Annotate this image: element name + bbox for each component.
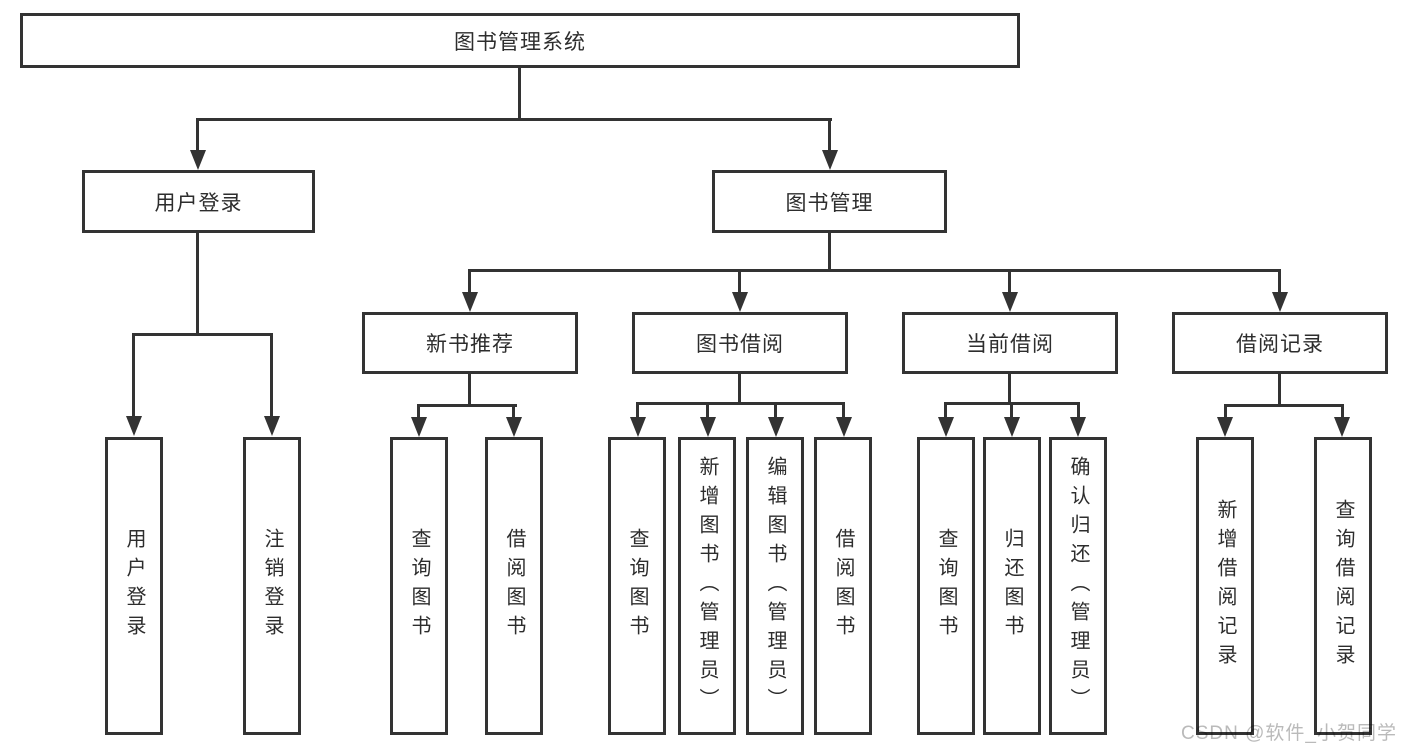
connector-line xyxy=(738,374,741,404)
leaf-confirm-return-admin: 确认归还（管理员） xyxy=(1049,437,1107,735)
csdn-watermark: CSDN @软件_小贺同学 xyxy=(1181,723,1397,744)
connector-line xyxy=(468,269,1281,272)
connector-line xyxy=(468,269,471,293)
leaf-return-books: 归还图书 xyxy=(983,437,1041,735)
down-arrowhead-icon xyxy=(1070,417,1086,437)
node-borrow-records: 借阅记录 xyxy=(1172,312,1388,374)
connector-line xyxy=(774,402,777,418)
connector-line xyxy=(270,333,273,417)
leaf-label: 注销登录 xyxy=(261,528,283,644)
node-current-borrow: 当前借阅 xyxy=(902,312,1118,374)
connector-line xyxy=(132,333,273,336)
down-arrowhead-icon xyxy=(264,416,280,436)
leaf-user-login: 用户登录 xyxy=(105,437,163,735)
node-label: 当前借阅 xyxy=(966,333,1054,356)
connector-line xyxy=(706,402,709,418)
connector-line xyxy=(828,233,831,271)
connector-line xyxy=(1224,404,1344,407)
connector-line xyxy=(196,233,199,335)
down-arrowhead-icon xyxy=(506,417,522,437)
node-label: 图书借阅 xyxy=(696,333,784,356)
node-label: 用户登录 xyxy=(154,191,243,215)
connector-line xyxy=(1341,404,1344,419)
node-new-book-recommend: 新书推荐 xyxy=(362,312,578,374)
leaf-add-books-admin: 新增图书（管理员） xyxy=(678,437,736,735)
connector-line xyxy=(417,404,420,419)
connector-line xyxy=(842,402,845,418)
down-arrowhead-icon xyxy=(938,417,954,437)
connector-line xyxy=(944,402,947,418)
leaf-label: 借阅图书 xyxy=(503,528,525,644)
connector-line xyxy=(196,118,199,152)
connector-line xyxy=(636,402,845,405)
leaf-logout: 注销登录 xyxy=(243,437,301,735)
down-arrowhead-icon xyxy=(732,292,748,312)
down-arrowhead-icon xyxy=(630,417,646,437)
node-label: 图书管理系统 xyxy=(454,30,586,54)
down-arrowhead-icon xyxy=(1004,417,1020,437)
node-book-management: 图书管理 xyxy=(712,170,947,233)
connector-line xyxy=(828,118,831,152)
down-arrowhead-icon xyxy=(822,150,838,170)
connector-line xyxy=(1010,402,1013,418)
connector-line xyxy=(132,333,135,417)
connector-line xyxy=(518,68,521,120)
leaf-query-books-borrow: 查询图书 xyxy=(608,437,666,735)
down-arrowhead-icon xyxy=(462,292,478,312)
leaf-label: 编辑图书（管理员） xyxy=(764,455,786,717)
connector-line xyxy=(468,374,471,406)
down-arrowhead-icon xyxy=(411,417,427,437)
leaf-label: 查询图书 xyxy=(626,528,648,644)
connector-line xyxy=(1008,374,1011,404)
down-arrowhead-icon xyxy=(1334,417,1350,437)
leaf-label: 查询图书 xyxy=(935,528,957,644)
connector-line xyxy=(1077,402,1080,418)
leaf-label: 新增图书（管理员） xyxy=(696,455,718,717)
connector-line xyxy=(417,404,517,407)
down-arrowhead-icon xyxy=(1002,292,1018,312)
down-arrowhead-icon xyxy=(126,416,142,436)
connector-line xyxy=(512,404,515,419)
connector-line xyxy=(1224,404,1227,419)
node-label: 图书管理 xyxy=(785,191,874,215)
leaf-query-books-current: 查询图书 xyxy=(917,437,975,735)
leaf-label: 新增借阅记录 xyxy=(1214,499,1236,673)
node-label: 借阅记录 xyxy=(1236,333,1324,356)
connector-line xyxy=(738,269,741,293)
leaf-edit-books-admin: 编辑图书（管理员） xyxy=(746,437,804,735)
leaf-borrow-books-recommend: 借阅图书 xyxy=(485,437,543,735)
connector-line xyxy=(1008,269,1011,293)
down-arrowhead-icon xyxy=(190,150,206,170)
leaf-label: 用户登录 xyxy=(123,528,145,644)
down-arrowhead-icon xyxy=(1217,417,1233,437)
connector-line xyxy=(1278,269,1281,293)
connector-line xyxy=(636,402,639,418)
leaf-query-books-recommend: 查询图书 xyxy=(390,437,448,735)
connector-line xyxy=(1278,374,1281,406)
down-arrowhead-icon xyxy=(1272,292,1288,312)
node-book-borrow: 图书借阅 xyxy=(632,312,848,374)
node-library-system: 图书管理系统 xyxy=(20,13,1020,68)
leaf-add-borrow-record: 新增借阅记录 xyxy=(1196,437,1254,735)
leaf-query-borrow-record: 查询借阅记录 xyxy=(1314,437,1372,735)
leaf-label: 查询图书 xyxy=(408,528,430,644)
node-user-login: 用户登录 xyxy=(82,170,315,233)
connector-line xyxy=(196,118,832,121)
down-arrowhead-icon xyxy=(700,417,716,437)
node-label: 新书推荐 xyxy=(426,333,514,356)
leaf-label: 归还图书 xyxy=(1001,528,1023,644)
leaf-borrow-books: 借阅图书 xyxy=(814,437,872,735)
leaf-label: 借阅图书 xyxy=(832,528,854,644)
down-arrowhead-icon xyxy=(768,417,784,437)
leaf-label: 确认归还（管理员） xyxy=(1067,455,1089,717)
down-arrowhead-icon xyxy=(836,417,852,437)
leaf-label: 查询借阅记录 xyxy=(1332,499,1354,673)
